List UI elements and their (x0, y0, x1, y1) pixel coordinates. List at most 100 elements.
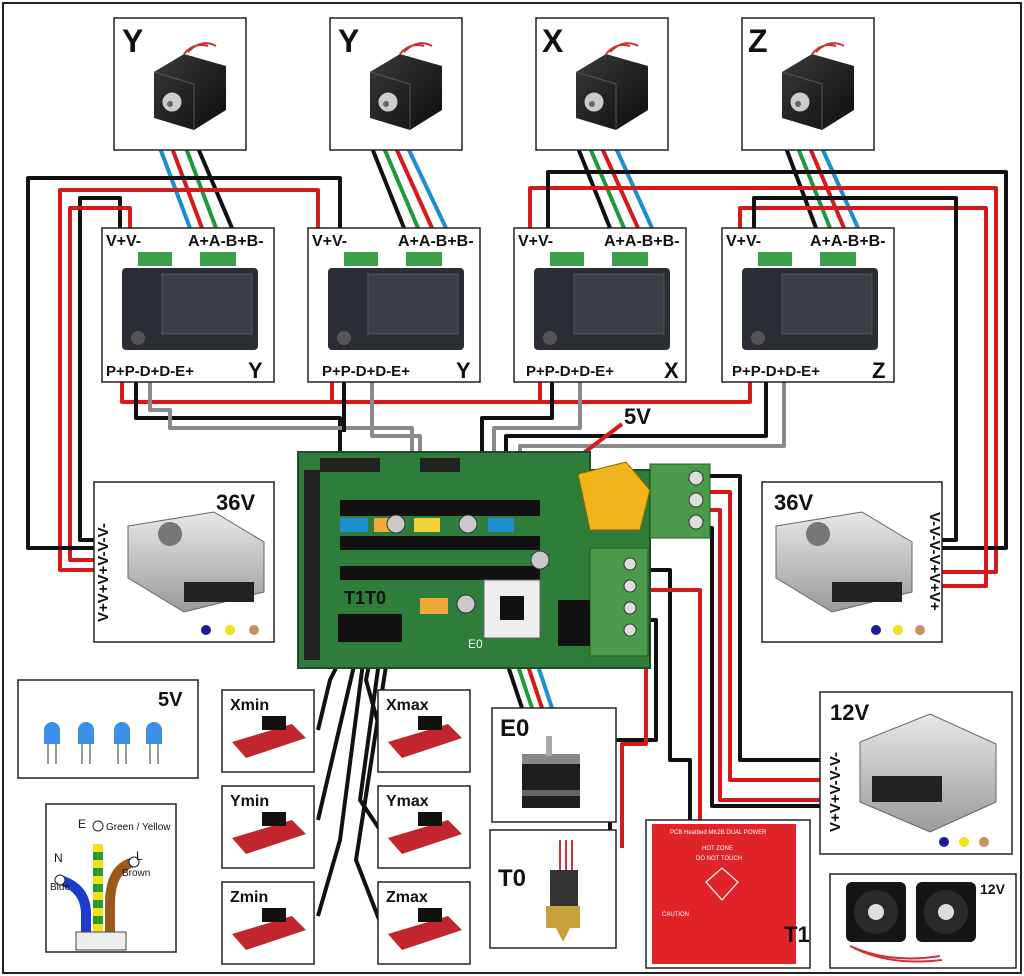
driver-axis-label: Y (248, 358, 263, 383)
live-dot-icon (249, 625, 259, 635)
earth-letter: E (78, 817, 86, 831)
stepper-driver-y2: V+V- A+A-B+B- P+P-D+D-E+ Y (307, 227, 481, 383)
motor-axis-label: X (542, 23, 564, 59)
mains-cable-legend: E Green / Yellow N Blue L Brown (45, 803, 177, 953)
endstop-label: Zmax (386, 889, 428, 906)
stepper-driver-slots (340, 514, 550, 639)
fans-12v: 12V (829, 873, 1017, 969)
stepper-motor-y2: Y (329, 17, 463, 151)
endstop-label: Xmax (386, 697, 429, 714)
left-power-bus (26, 176, 342, 572)
stepper-motor-x: X (535, 17, 669, 151)
t0-label: T0 (498, 865, 526, 892)
motor-icon (781, 42, 854, 130)
board-power-wiring (608, 474, 830, 848)
driver-signal-pins: P+P-D+D-E+ (106, 363, 194, 380)
driver-signal-pins: P+P-D+D-E+ (526, 363, 614, 380)
endstop-switch-icon (232, 908, 306, 950)
live-dot-icon (915, 625, 925, 635)
endstop-switch-icon (232, 812, 306, 854)
warning-triangle-icon (705, 867, 739, 901)
t1-label: T1 (784, 922, 810, 947)
stepper-motor-y1: Y (113, 17, 247, 151)
motor-icon (153, 42, 226, 130)
psu-icon (127, 511, 265, 613)
driver-power-pins: V+V- (518, 233, 553, 250)
earth-dot-icon (893, 625, 903, 635)
psu-12v: 12V V+V+V-V-V- (819, 691, 1013, 855)
mains-cable-icon (54, 820, 140, 951)
power-terminal-block (558, 461, 711, 657)
psu-pins-label: V+V+V-V-V- (827, 752, 844, 832)
t1t0-header-label: T1T0 (344, 588, 386, 608)
neutral-dot-icon (939, 837, 949, 847)
stepper-driver-y1: V+V- A+A-B+B- P+P-D+D-E+ Y (101, 227, 275, 383)
psu-36v-right: 36V V-V-V-V+V+V+ (761, 481, 943, 643)
endstop-switch-icon (388, 812, 462, 854)
heatbed-do-not-touch: DO NOT TOUCH (696, 856, 742, 862)
psu-icon (859, 713, 997, 833)
driver-power-pins: V+V- (726, 233, 761, 250)
stepper-motor-z: Z (741, 17, 875, 151)
motor-row: Y Y X (113, 17, 875, 151)
driver-axis-label: Z (872, 358, 885, 383)
blue-led-icons (44, 722, 162, 764)
controller-board: T1T0 E0 (297, 451, 711, 669)
e0-label: E0 (500, 715, 529, 742)
driver-coil-pins: A+A-B+B- (810, 233, 886, 250)
logic-voltage-label: 5V (624, 404, 651, 429)
hotend-t0: T0 (489, 829, 617, 949)
board-headers (304, 458, 540, 660)
earth-dot-icon (959, 837, 969, 847)
led-box: 5V (17, 679, 199, 779)
motor-icon (369, 42, 442, 130)
fan-voltage-label: 12V (980, 881, 1006, 897)
psu-pins-label: V+V+V+V-V-V- (95, 523, 112, 622)
driver-axis-label: Y (456, 358, 471, 383)
live-color-label: Brown (122, 868, 150, 879)
stepper-driver-x: V+V- A+A-B+B- P+P-D+D-E+ X (513, 227, 687, 383)
earth-dot-icon (225, 625, 235, 635)
driver-row: V+V- A+A-B+B- P+P-D+D-E+ Y V+V- A+A-B+B-… (101, 227, 895, 383)
heatbed-title: PCB Heatbed MK2B DUAL POWER (670, 830, 767, 836)
endstop-label: Ymin (230, 793, 269, 810)
endstop-label: Xmin (230, 697, 269, 714)
psu-icon (775, 511, 913, 613)
endstop-ymax: Ymax (377, 785, 471, 869)
driver-power-pins: V+V- (106, 233, 141, 250)
heatbed-caution: CAUTION (662, 912, 689, 918)
motor-axis-label: Z (748, 23, 768, 59)
e0-header-label: E0 (468, 637, 483, 651)
neutral-dot-icon (201, 625, 211, 635)
endstop-label: Zmin (230, 889, 268, 906)
neutral-letter: N (54, 851, 63, 865)
earth-color-label: Green / Yellow (106, 822, 171, 833)
psu-voltage-label: 36V (774, 490, 813, 515)
psu-voltage-label: 36V (216, 490, 255, 515)
endstop-switch-icon (232, 716, 306, 758)
driver-module-icon (534, 252, 670, 350)
driver-coil-pins: A+A-B+B- (604, 233, 680, 250)
small-stepper-icon (522, 736, 580, 808)
psu-voltage-label: 12V (830, 700, 869, 725)
driver-power-pins: V+V- (312, 233, 347, 250)
driver-signal-pins: P+P-D+D-E+ (732, 363, 820, 380)
driver-module-icon (742, 252, 878, 350)
endstop-xmin: Xmin (221, 689, 315, 773)
wires (26, 147, 1008, 923)
driver-signal-pins: P+P-D+D-E+ (322, 363, 410, 380)
neutral-dot-icon (871, 625, 881, 635)
heatbed-hot-zone: HOT ZONE (702, 846, 733, 852)
stepper-driver-z: V+V- A+A-B+B- P+P-D+D-E+ Z (721, 227, 895, 383)
endstop-xmax: Xmax (377, 689, 471, 773)
driver-coil-pins: A+A-B+B- (188, 233, 264, 250)
neutral-color-label: Blue (50, 882, 70, 893)
endstop-switch-icon (388, 908, 462, 950)
endstop-switch-icon (388, 716, 462, 758)
endstop-zmax: Zmax (377, 881, 471, 965)
endstop-zmin: Zmin (221, 881, 315, 965)
heatbed-t1: PCB Heatbed MK2B DUAL POWER HOT ZONE DO … (645, 819, 811, 969)
endstop-grid: Xmin Xmax Ymin Ymax Zmin Zmax (221, 689, 471, 965)
motor-axis-label: Y (338, 23, 359, 59)
